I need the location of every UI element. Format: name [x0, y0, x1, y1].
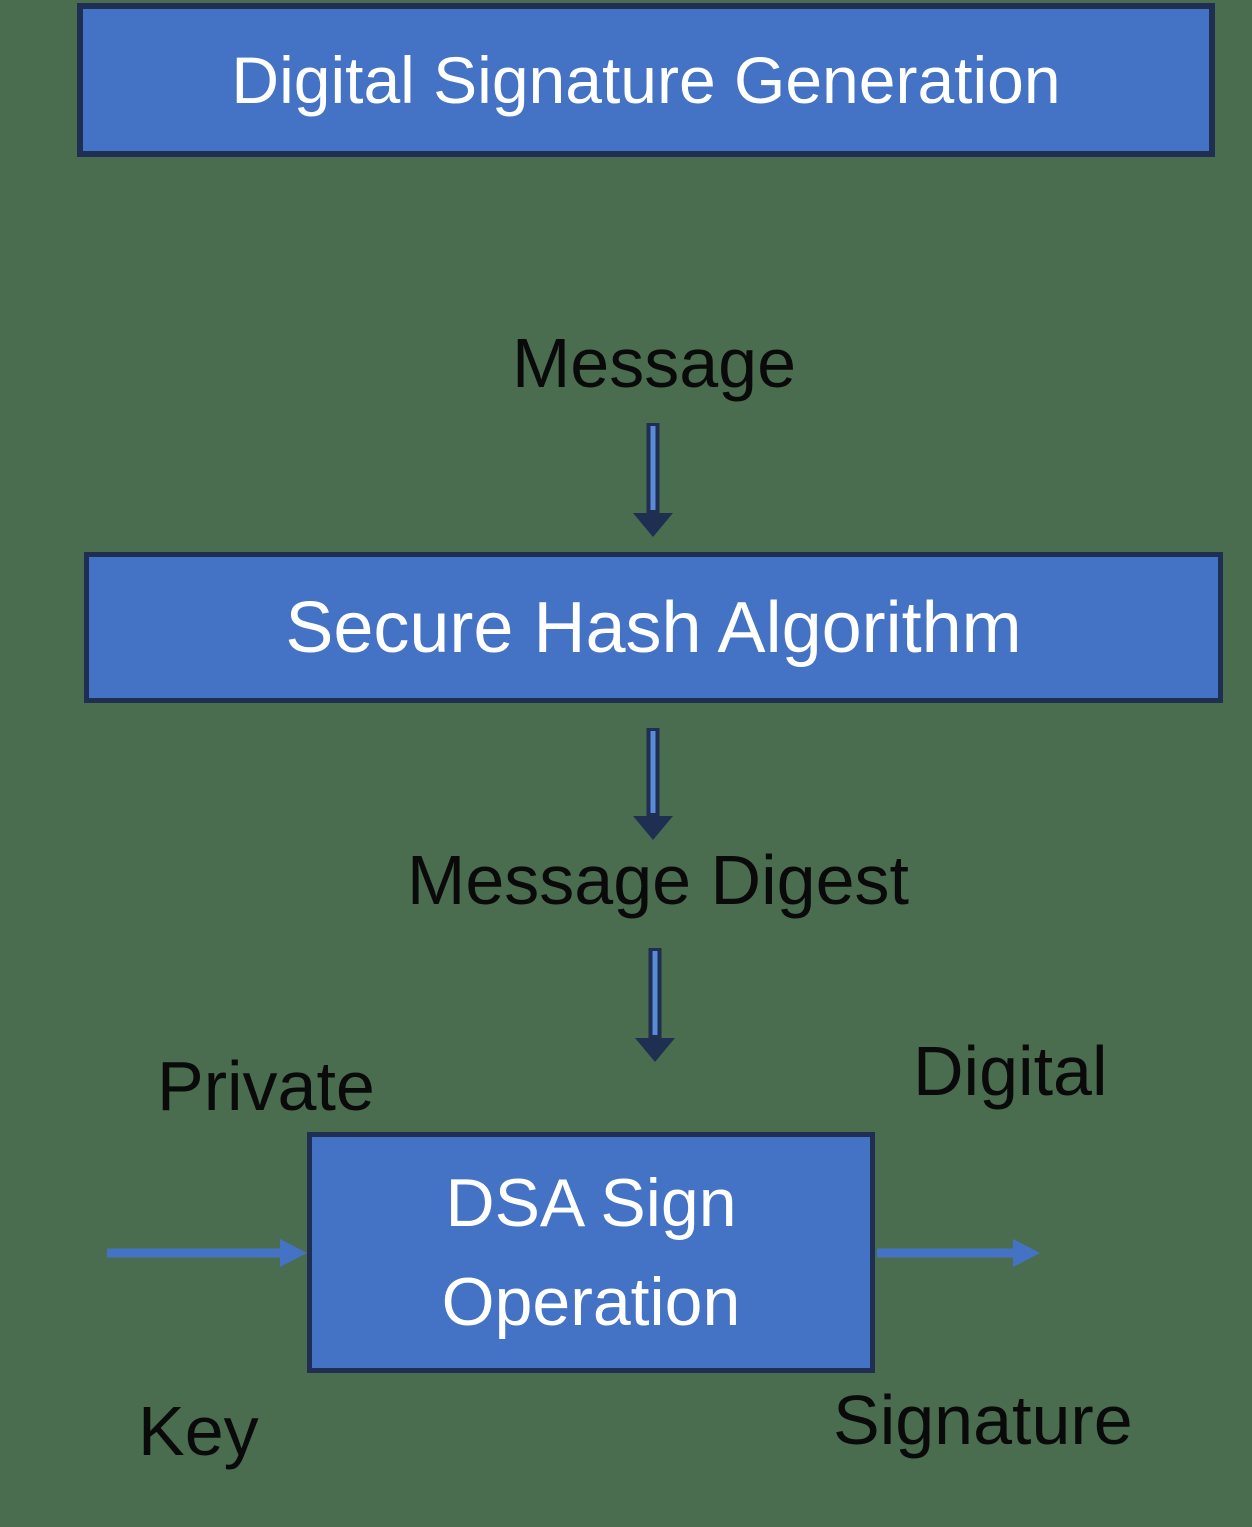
right-arrow-shaft [107, 1248, 280, 1258]
down-arrow-icon [635, 948, 675, 1062]
title-box: Digital Signature Generation [77, 3, 1215, 157]
message-digest-label: Message Digest [407, 841, 909, 919]
key-label: Key [138, 1392, 259, 1470]
secure-hash-algorithm-box: Secure Hash Algorithm [84, 552, 1223, 703]
dsa-sign-operation-box: DSA Sign Operation [307, 1132, 875, 1373]
right-arrow-icon [107, 1235, 307, 1271]
down-arrow-head [633, 513, 673, 537]
down-arrow-head [635, 1038, 675, 1062]
right-arrow-icon [877, 1235, 1040, 1271]
down-arrow-core [652, 951, 658, 1035]
dsa-sign-operation-label-line2: Operation [441, 1263, 741, 1340]
right-arrow-head [280, 1239, 307, 1267]
down-arrow-core [650, 731, 656, 813]
right-arrow-shaft [877, 1248, 1013, 1258]
down-arrow-core [650, 426, 656, 510]
signature-label: Signature [833, 1381, 1133, 1459]
private-label: Private [157, 1047, 375, 1125]
message-label: Message [511, 324, 797, 402]
title-box-label: Digital Signature Generation [231, 43, 1061, 117]
right-arrow-head [1013, 1239, 1040, 1267]
down-arrow-head [633, 816, 673, 840]
secure-hash-algorithm-label: Secure Hash Algorithm [285, 587, 1022, 668]
digital-label: Digital [913, 1032, 1108, 1110]
dsa-sign-operation-label-line1: DSA Sign [445, 1164, 737, 1241]
down-arrow-icon [633, 423, 673, 537]
down-arrow-icon [633, 728, 673, 840]
